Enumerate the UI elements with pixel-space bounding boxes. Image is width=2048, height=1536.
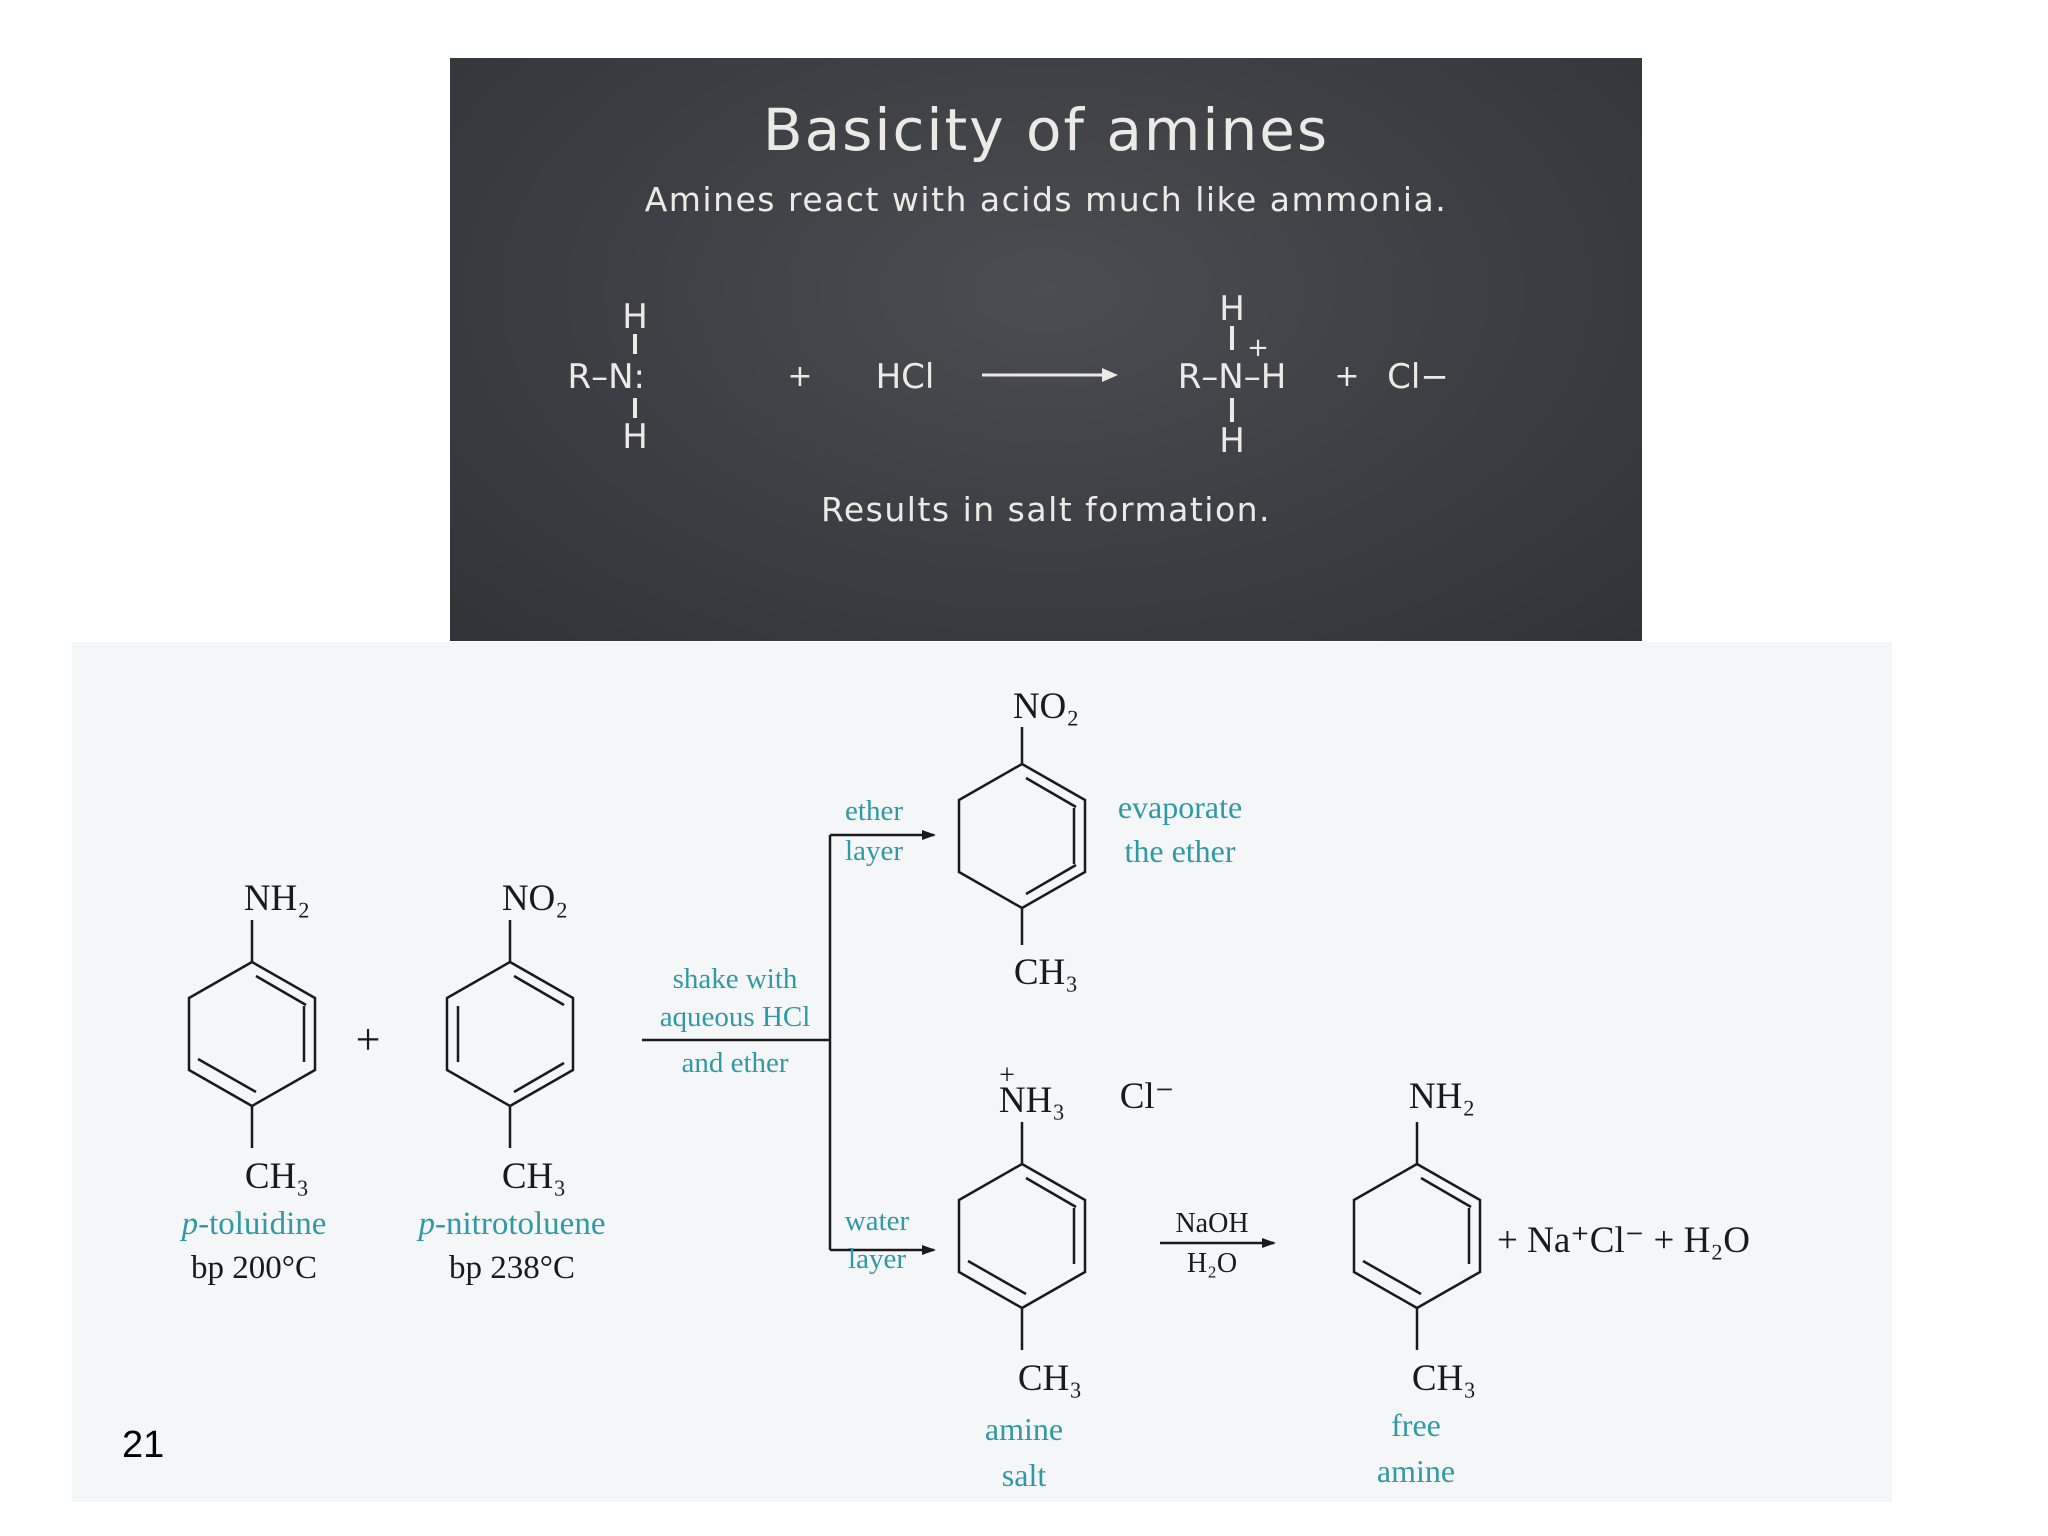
amine-salt-charge: + [999, 1060, 1015, 1091]
reaction-plus-1: + [787, 359, 812, 394]
process-line-2: aqueous HCl [660, 1001, 811, 1033]
evaporate-line-2: the ether [1124, 833, 1235, 869]
ammonium-r-n-h: R–N–H [1178, 357, 1287, 397]
amine-bottom-h: H [622, 417, 648, 457]
reaction-plus-2: + [1334, 359, 1359, 394]
amine-salt-structure [957, 1122, 1087, 1350]
amine-salt-chloride: Cl⁻ [1120, 1076, 1175, 1117]
chalkboard-result: Results in salt formation. [820, 490, 1272, 529]
ammonium-top-h: H [1219, 289, 1245, 329]
ether-layer-line-2: layer [845, 835, 903, 867]
extraction-scheme-svg: NH₂ CH₃ p-toluidine bp 200°C + NO₂ CH₃ p… [180, 686, 1750, 1493]
p-nitrotoluene-name: p-nitrotoluene [417, 1206, 606, 1242]
amine-salt-label-2: salt [1002, 1457, 1047, 1493]
ammonium-charge: + [1247, 333, 1269, 363]
byproducts: + Na⁺Cl⁻ + H₂O [1497, 1220, 1750, 1261]
p-nitrotoluene-ch3: CH₃ [502, 1156, 566, 1197]
p-nitrotoluene-no2: NO₂ [502, 878, 568, 919]
chalkboard-subtitle: Amines react with acids much like ammoni… [644, 180, 1448, 219]
mixture-plus: + [356, 1015, 381, 1064]
p-toluidine-structure [187, 920, 317, 1148]
free-amine-nh2: NH₂ [1409, 1076, 1475, 1117]
p-nitrotoluene-structure [445, 920, 575, 1148]
water-layer-line-2: layer [848, 1243, 906, 1275]
amine-salt-nh3: NH₃ [999, 1080, 1065, 1121]
free-amine-label-2: amine [1377, 1453, 1455, 1489]
chalkboard-panel: Basicity of amines Amines react with aci… [450, 58, 1642, 641]
page-number: 21 [122, 1424, 165, 1466]
free-amine-label-1: free [1391, 1407, 1441, 1443]
p-toluidine-nh2: NH₂ [244, 878, 310, 919]
amine-top-h: H [622, 297, 648, 337]
free-amine-ch3: CH₃ [1412, 1358, 1476, 1399]
ether-product-structure [957, 727, 1087, 945]
amine-r-n: R–N: [567, 357, 645, 397]
separation-lines [642, 830, 936, 1255]
amine-hcl-reaction: H R–N: H + HCl H + R–N–H H + Cl− [567, 289, 1449, 461]
ammonium-bottom-h: H [1219, 421, 1245, 461]
ether-layer-line-1: ether [845, 795, 903, 827]
amine-salt-label-1: amine [985, 1411, 1063, 1447]
evaporate-line-1: evaporate [1118, 789, 1242, 825]
ether-product-ch3: CH₃ [1014, 952, 1078, 993]
p-toluidine-bp: bp 200°C [191, 1250, 317, 1286]
ether-product-no2: NO₂ [1013, 686, 1079, 727]
chalkboard-title: Basicity of amines [762, 96, 1330, 164]
free-amine-structure [1352, 1122, 1482, 1350]
p-toluidine-ch3: CH₃ [245, 1156, 309, 1197]
reaction-arrow-head [1102, 368, 1118, 382]
chloride-ion: Cl− [1387, 357, 1449, 397]
water-layer-line-1: water [845, 1205, 910, 1237]
p-toluidine-name: p-toluidine [180, 1206, 327, 1242]
process-line-1: shake with [673, 963, 798, 995]
acid-hcl: HCl [876, 357, 935, 397]
p-nitrotoluene-bp: bp 238°C [449, 1250, 575, 1286]
extraction-scheme: NH₂ CH₃ p-toluidine bp 200°C + NO₂ CH₃ p… [72, 642, 1892, 1502]
reagent-water: H₂O [1187, 1248, 1237, 1279]
reagent-naoh: NaOH [1175, 1208, 1248, 1239]
amine-salt-ch3: CH₃ [1018, 1358, 1082, 1399]
process-line-3: and ether [681, 1047, 788, 1079]
